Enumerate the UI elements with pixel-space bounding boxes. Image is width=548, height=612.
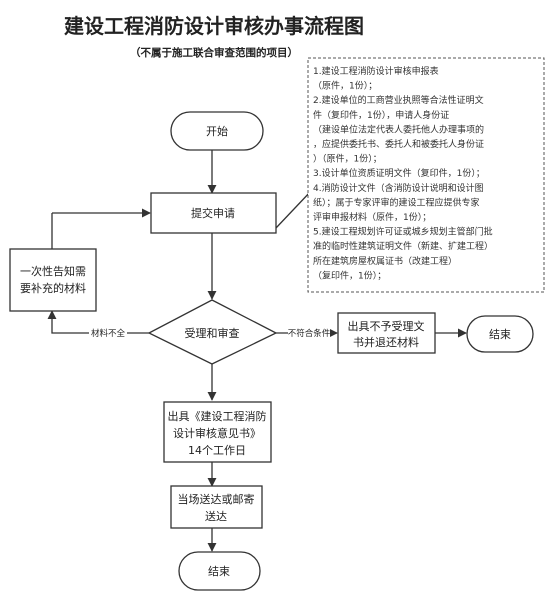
edge-label-noncompliant: 不符合条件	[288, 328, 331, 339]
requirement-line: （建设单位法定代表人委托他人办理事项的	[313, 123, 484, 135]
end-node-bottom-label: 结束	[208, 565, 230, 578]
supplement-node-label-line2: 要补充的材料	[20, 281, 86, 295]
note-connector	[275, 189, 313, 229]
end-node-right-label: 结束	[489, 328, 511, 341]
supplement-node-label-line1: 一次性告知需	[20, 264, 86, 278]
edge-label-incomplete: 材料不全	[91, 328, 126, 339]
start-node: 开始	[170, 111, 264, 151]
requirement-line: 准的临时性建筑证明文件（新建、扩建工程）	[313, 240, 493, 252]
requirements-note: 1.建设工程消防设计审核申报表 （原件，1份）； 2.建设单位的工商营业执照等合法性…	[307, 57, 545, 293]
requirement-line: 5.建设工程规划许可证或城乡规划主管部门批	[313, 226, 493, 238]
end-node-right: 结束	[466, 315, 534, 353]
submit-node: 提交申请	[150, 192, 277, 234]
page-subtitle: （不属于施工联合审查范围的项目）	[130, 46, 298, 59]
requirement-line: （复印件，1份）；	[313, 269, 386, 281]
opinion-node: 出具《建设工程消防 设计审核意见书》 14个工作日	[163, 401, 272, 463]
requirement-line: 1.建设工程消防设计审核申报表	[313, 65, 439, 77]
opinion-node-label-line3: 14个工作日	[188, 444, 246, 457]
requirement-line: 2.建设单位的工商营业执照等合法性证明文	[313, 94, 484, 106]
deliver-node-label-line2: 送达	[205, 509, 227, 523]
requirement-line: ）（原件，1份）；	[313, 153, 382, 165]
supplement-node: 一次性告知需 要补充的材料	[9, 248, 97, 312]
requirement-line: 3.设计单位资质证明文件（复印件，1份）；	[313, 167, 485, 179]
start-node-label: 开始	[206, 124, 228, 138]
end-node-bottom: 结束	[178, 551, 261, 591]
review-node: 受理和审查	[147, 299, 278, 365]
requirement-line: ，应提供委托书、委托人和被委托人身份证	[313, 138, 484, 150]
opinion-node-label-line2: 设计审核意见书》	[173, 426, 261, 440]
requirement-line: 评审申报材料（原件，1份）；	[313, 211, 431, 223]
opinion-node-label-line1: 出具《建设工程消防	[168, 409, 267, 423]
requirement-line: 纸）；属于专家评审的建设工程应提供专家	[313, 196, 480, 208]
requirement-line: 件（复印件，1份），申请人身份证	[313, 109, 449, 121]
review-node-label: 受理和审查	[185, 326, 240, 340]
reject-node: 出具不予受理文 书并退还材料	[337, 312, 436, 354]
reject-node-label-line1: 出具不予受理文	[348, 319, 425, 333]
requirement-line: （原件，1份）；	[313, 80, 377, 92]
requirement-line: 4.消防设计文件（含消防设计说明和设计图	[313, 182, 484, 194]
reject-node-label-line2: 书并退还材料	[353, 335, 419, 349]
requirement-line: 所在建筑房屋权属证书（改建工程）	[313, 255, 457, 267]
deliver-node: 当场送达或邮寄 送达	[170, 485, 263, 529]
page-title: 建设工程消防设计审核办事流程图	[64, 14, 364, 38]
deliver-node-label-line1: 当场送达或邮寄	[178, 492, 255, 506]
submit-node-label: 提交申请	[191, 206, 235, 220]
